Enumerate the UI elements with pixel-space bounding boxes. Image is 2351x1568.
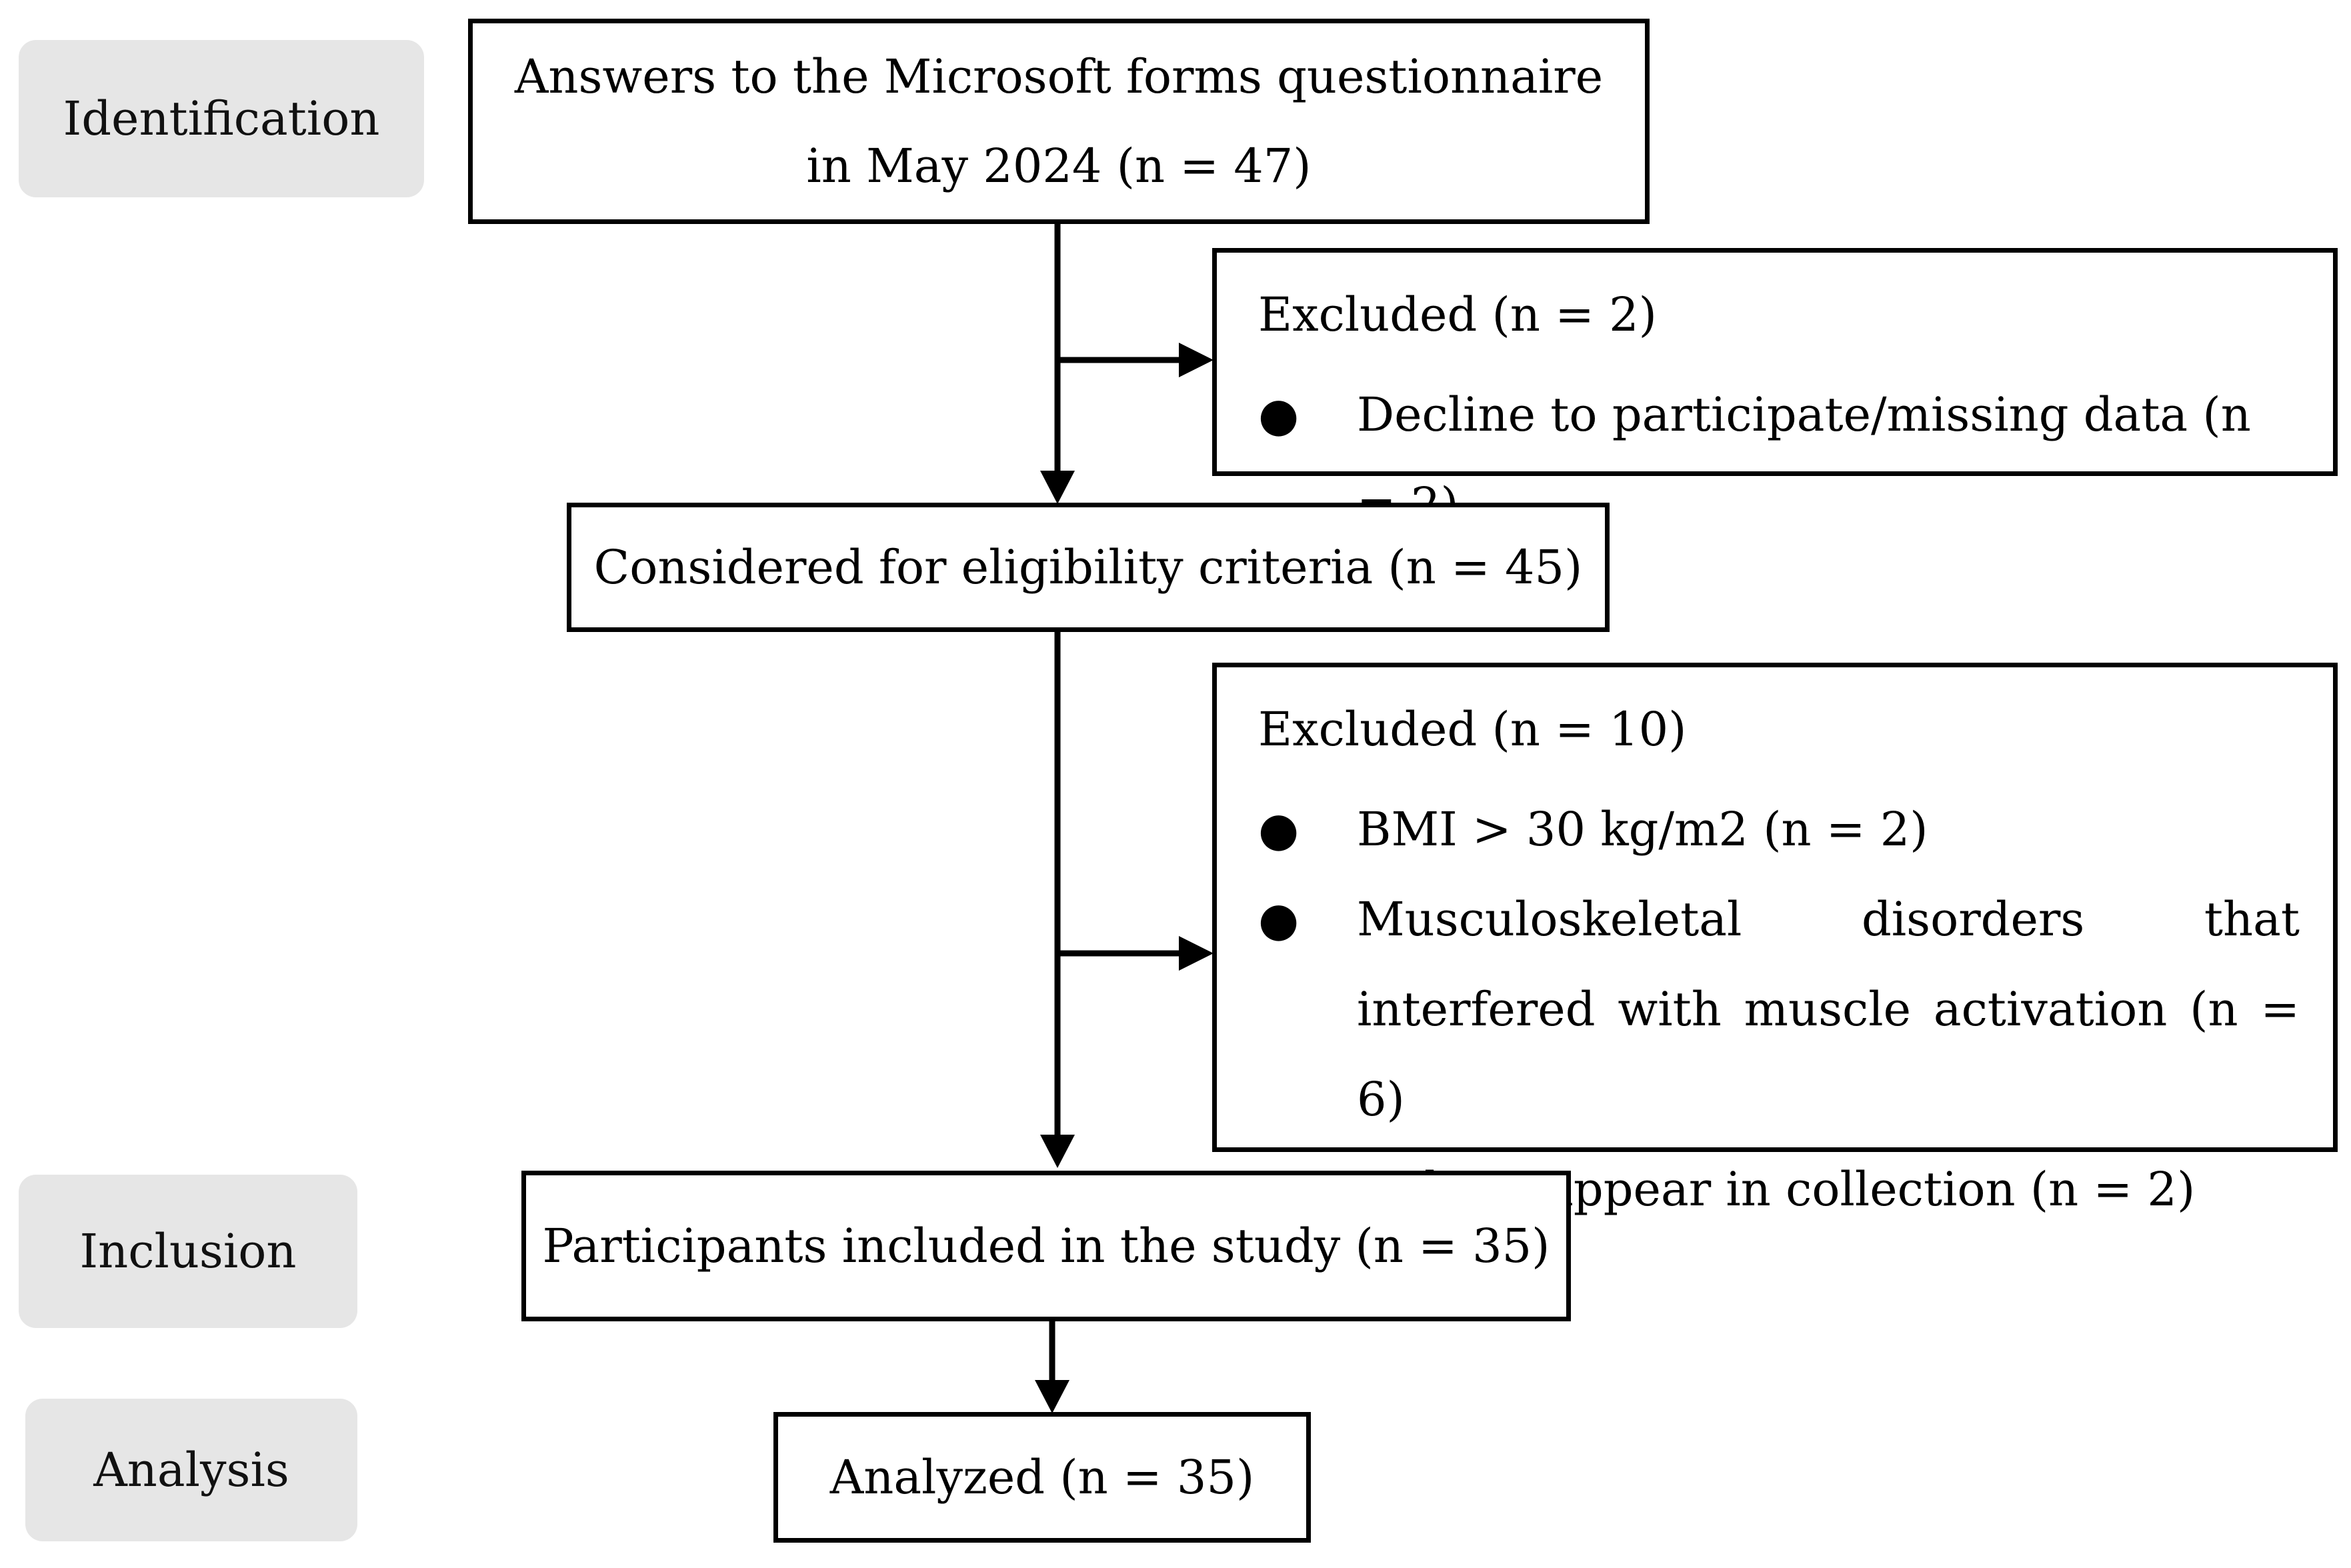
box-analyzed-text: Analyzed (n = 35)	[829, 1450, 1255, 1505]
box-eligibility-text: Considered for eligibility criteria (n =…	[593, 540, 1583, 595]
list-item: ● BMI > 30 kg/m2 (n = 2)	[1258, 785, 2333, 875]
arrowhead-eligibility	[1040, 471, 1075, 504]
arrowhead-excluded-1	[1179, 343, 1214, 377]
bullet-icon: ●	[1258, 802, 1300, 857]
stage-identification: Identification	[19, 40, 424, 197]
excluded-2-list: ● BMI > 30 kg/m2 (n = 2) ● Musculoskeletal…	[1258, 785, 2333, 1235]
box-eligibility: Considered for eligibility criteria (n =…	[567, 503, 1610, 632]
excluded-1-title: Excluded (n = 2)	[1258, 287, 1657, 342]
arrowhead-excluded-2	[1179, 936, 1214, 971]
box-answers-text: Answers to the Microsoft forms questionn…	[514, 49, 1604, 193]
stage-inclusion: Inclusion	[19, 1175, 357, 1328]
box-excluded-2: Excluded (n = 10) ● BMI > 30 kg/m2 (n = 2…	[1212, 663, 2338, 1217]
excluded-1-list: ●Decline to participate/missing data (n …	[1258, 370, 2333, 550]
list-item: ●Decline to participate/missing data (n …	[1258, 370, 2333, 550]
stage-analysis: Analysis	[25, 1399, 357, 1541]
box-analyzed: Analyzed (n = 35)	[773, 1412, 1311, 1543]
box-answers: Answers to the Microsoft forms questionn…	[468, 19, 1650, 224]
box-included-text: Participants included in the study (n = …	[542, 1219, 1550, 1273]
excluded-2-item-text: BMI > 30 kg/m2 (n = 2)	[1357, 802, 1928, 857]
excluded-2-item-text: Musculoskeletal disorders that interfere…	[1357, 892, 2300, 1127]
list-item: ● Musculoskeletal disorders that interfer…	[1258, 875, 2333, 1145]
box-included: Participants included in the study (n = …	[521, 1171, 1571, 1321]
bullet-icon: ●	[1258, 892, 1300, 947]
excluded-2-title: Excluded (n = 10)	[1258, 702, 1687, 757]
arrowhead-analyzed	[1035, 1380, 1069, 1413]
bullet-icon: ●	[1258, 387, 1300, 442]
arrowhead-included	[1040, 1135, 1075, 1168]
box-excluded-1: Excluded (n = 2) ●Decline to participate…	[1212, 248, 2338, 532]
